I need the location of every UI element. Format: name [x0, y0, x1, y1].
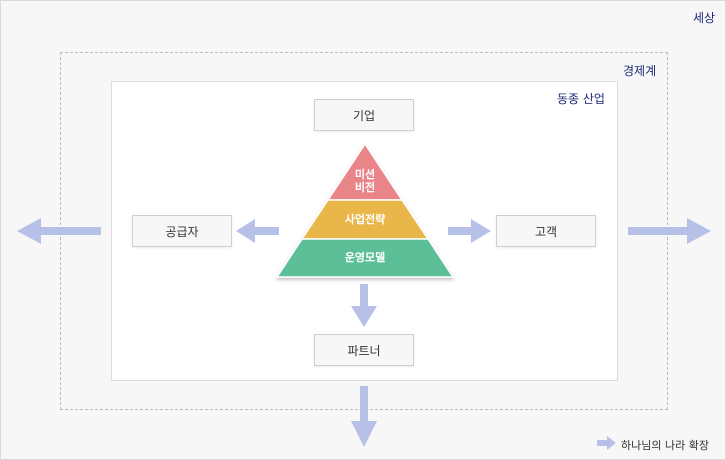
- legend-arrow-icon: [597, 436, 616, 450]
- supplier-box: 공급자: [132, 215, 232, 247]
- arrow-to-customer: [448, 219, 491, 243]
- pyramid-bottom-layer: [275, 238, 455, 278]
- arrow-to-partner: [351, 284, 377, 327]
- industry-label: 동종 산업: [557, 92, 605, 106]
- arrow-right-outward: [628, 218, 711, 244]
- arrow-left-outward: [17, 218, 101, 244]
- legend-label: 하나님의 나라 확장: [621, 439, 709, 452]
- pyramid-bottom-label: 운영모델: [344, 251, 386, 264]
- economy-label: 경제계: [623, 64, 657, 78]
- customer-box: 고객: [496, 215, 596, 247]
- arrow-to-supplier: [236, 219, 279, 243]
- pyramid: [275, 142, 455, 278]
- arrow-down-outward: [351, 386, 377, 447]
- world-label: 세상: [693, 11, 716, 25]
- company-box: 기업: [314, 99, 414, 131]
- pyramid-middle-label: 사업전략: [344, 213, 386, 226]
- pyramid-top-label: 미션 비전: [354, 168, 376, 194]
- partner-box: 파트너: [314, 334, 414, 366]
